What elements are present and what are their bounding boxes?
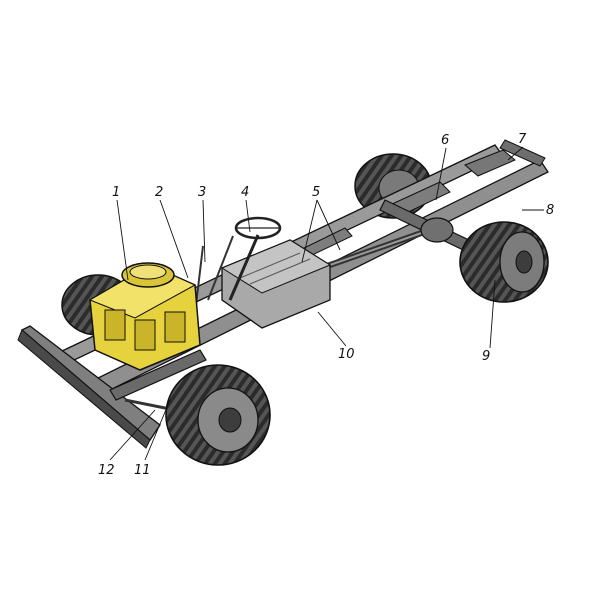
steering-wheel: [228, 216, 282, 301]
callout-6: 6: [441, 133, 449, 148]
fuel-tank: [220, 239, 332, 329]
callout-4: 4: [241, 185, 249, 200]
callout-1: 1: [112, 185, 120, 200]
rear-axle: [379, 199, 491, 261]
callout-11: 11: [134, 463, 151, 478]
callout-8: 8: [546, 203, 554, 218]
front-right-wheel: [165, 364, 271, 466]
callout-7: 7: [518, 132, 527, 147]
callout-5: 5: [312, 185, 320, 200]
callout-10: 10: [338, 347, 355, 362]
gear-lever: [207, 235, 234, 301]
front-bumper: [17, 325, 161, 449]
callout-2: 2: [155, 185, 163, 200]
callout-9: 9: [482, 349, 490, 364]
leader-lines: [109, 146, 544, 461]
transfer-lever: [195, 245, 204, 306]
callout-3: 3: [198, 185, 206, 200]
callout-12: 12: [98, 463, 115, 478]
engine: [88, 262, 201, 371]
rear-right-wheel: [459, 221, 549, 303]
